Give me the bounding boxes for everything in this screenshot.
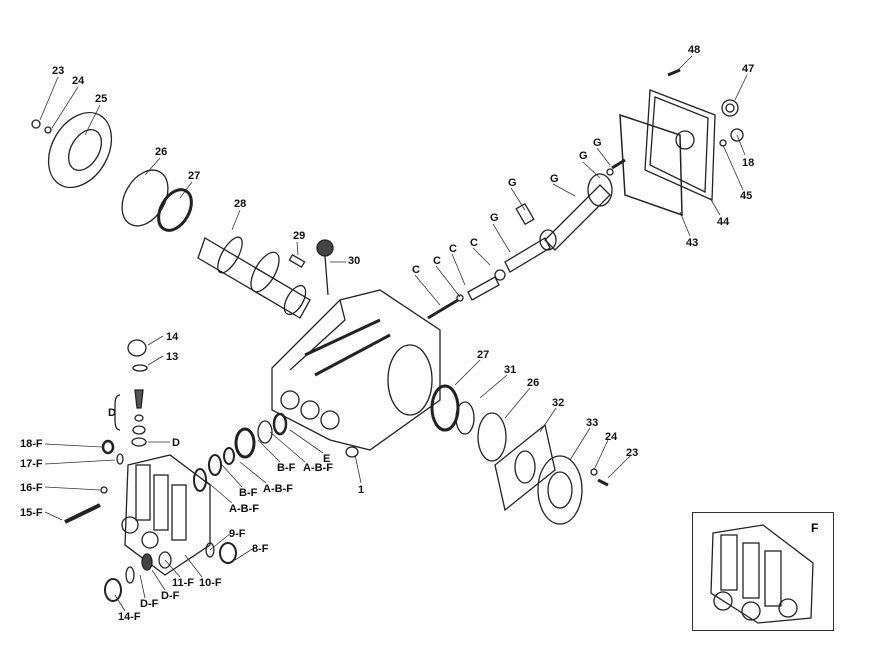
part-label: 44 bbox=[717, 216, 730, 228]
front-flange-parts bbox=[430, 384, 609, 525]
part-label: 45 bbox=[740, 190, 753, 202]
part-label: E bbox=[323, 453, 331, 465]
part-label: B-F bbox=[239, 487, 258, 499]
inset-label: F bbox=[811, 521, 819, 535]
part-label: 24 bbox=[72, 75, 85, 87]
pump-housing bbox=[271, 289, 441, 458]
part-label: C bbox=[449, 243, 457, 255]
part-label: 1 bbox=[358, 484, 365, 496]
crankshaft bbox=[197, 236, 311, 319]
part-label: A-B-F bbox=[229, 503, 259, 515]
part-label: 31 bbox=[504, 364, 517, 376]
part-label: 14 bbox=[166, 331, 179, 343]
part-label: D bbox=[108, 407, 116, 419]
part-label: D-F bbox=[140, 598, 159, 610]
part-label: 9-F bbox=[229, 528, 246, 540]
part-label: 26 bbox=[527, 377, 540, 389]
part-label: 23 bbox=[626, 447, 639, 459]
rear-flange bbox=[31, 111, 113, 189]
part-label: G bbox=[508, 177, 517, 189]
part-label: 26 bbox=[155, 146, 168, 158]
rear-cover bbox=[619, 68, 744, 217]
manifold-head bbox=[64, 439, 237, 602]
part-label: 32 bbox=[552, 397, 565, 409]
part-label: 17-F bbox=[20, 458, 43, 470]
bearing-27 bbox=[157, 188, 193, 232]
part-label: 27 bbox=[188, 170, 201, 182]
part-label: 24 bbox=[605, 431, 618, 443]
part-label: 25 bbox=[95, 93, 108, 105]
inset-manifold-detail: F bbox=[692, 512, 834, 631]
part-label: 23 bbox=[52, 65, 65, 77]
valve-parts bbox=[114, 339, 148, 447]
part-label: 16-F bbox=[20, 482, 43, 494]
part-label: 10-F bbox=[199, 577, 222, 589]
part-label: 48 bbox=[688, 44, 701, 56]
part-label: 30 bbox=[348, 255, 361, 267]
part-label: B-F bbox=[277, 462, 296, 474]
part-label: C bbox=[433, 255, 441, 267]
part-label: G bbox=[579, 150, 588, 162]
inset-manifold-drawing bbox=[710, 524, 814, 624]
part-label: 14-F bbox=[118, 611, 141, 623]
part-label: D bbox=[172, 437, 180, 449]
part-label: 47 bbox=[742, 63, 755, 75]
leader-lines bbox=[39, 55, 748, 612]
key-29 bbox=[288, 254, 306, 268]
part-label: 11-F bbox=[172, 577, 195, 589]
dipstick-30 bbox=[316, 239, 334, 296]
part-label: 43 bbox=[686, 237, 699, 249]
part-label: 18-F bbox=[20, 438, 43, 450]
part-label: 13 bbox=[166, 351, 179, 363]
part-label: G bbox=[593, 137, 602, 149]
part-label: 27 bbox=[477, 349, 490, 361]
o-ring-26 bbox=[121, 169, 169, 227]
part-label: A-B-F bbox=[303, 462, 333, 474]
part-label: 29 bbox=[293, 230, 306, 242]
part-label: D-F bbox=[161, 590, 180, 602]
plunger-seals bbox=[193, 412, 288, 492]
part-label: A-B-F bbox=[263, 483, 293, 495]
part-label: 28 bbox=[234, 198, 247, 210]
part-label: G bbox=[490, 212, 499, 224]
part-label: G bbox=[550, 173, 559, 185]
gasket-43 bbox=[619, 113, 683, 217]
part-label: 18 bbox=[742, 157, 755, 169]
part-label: C bbox=[470, 237, 478, 249]
part-label: 8-F bbox=[252, 543, 269, 555]
part-label: 15-F bbox=[20, 507, 43, 519]
part-label: C bbox=[412, 264, 420, 276]
part-label: 33 bbox=[586, 417, 599, 429]
